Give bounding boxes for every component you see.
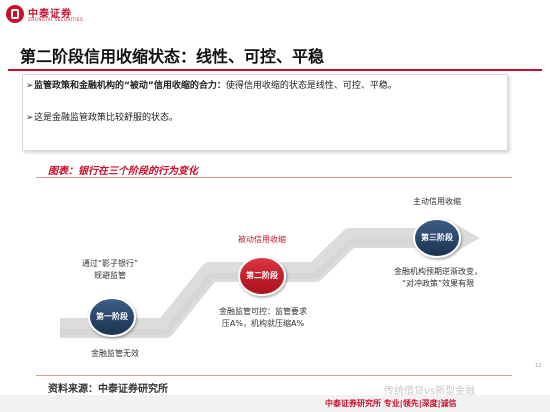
stage-1-bottom-label: 金融监管无效 — [91, 349, 139, 358]
bullet-text: 使得信用收缩的状态是线性、可控、平稳。 — [225, 81, 397, 91]
logo-icon — [6, 5, 24, 23]
source-note: 资料来源：中泰证券研究所 — [48, 384, 168, 395]
bullet-item-2: ➢这是金融监管政策比较舒服的状态。 — [26, 112, 504, 125]
summary-box — [22, 74, 508, 151]
arrow-bullet-icon: ➢ — [26, 113, 34, 123]
stage-2-circle — [238, 256, 286, 296]
logo-text: 中泰证券 — [28, 9, 72, 20]
stage-1-circle — [88, 297, 136, 337]
arrow-bullet-icon: ➢ — [26, 81, 34, 91]
figure-title: 图表：银行在三个阶段的行为变化 — [48, 166, 198, 177]
figure-bottom-rule — [36, 375, 512, 376]
stage-3-bottom-label: 金融机构预期逆渐改变， “对冲政策”效果有限 — [394, 267, 482, 288]
stage-3-circle — [413, 218, 461, 258]
logo-subtext: ZHONGTAI SECURITIES — [28, 17, 84, 22]
stage-2-bottom-label: 金融监管可控：监管要求 压A%，机构就压缩A% — [219, 307, 307, 328]
stage-1-name: 第一阶段 — [96, 312, 128, 321]
figure-top-rule — [36, 177, 512, 178]
watermark: 传统借贷vs新型金融 — [384, 386, 476, 397]
stage-3-top-label: 主动信用收缩 — [413, 197, 461, 206]
stage-2-name: 第二阶段 — [246, 271, 278, 280]
footer-bar — [0, 395, 550, 412]
page-title: 第二阶段信用收缩状态：线性、可控、平稳 — [20, 47, 325, 66]
bullet-emphasis: 监管政策和金融机构的“被动”信用收缩的合力： — [34, 81, 226, 91]
stage-1-top-label: 通过“影子银行” 规避监管 — [81, 259, 139, 280]
title-divider — [8, 69, 542, 71]
bullet-text: 这是金融监管政策比较舒服的状态。 — [34, 113, 179, 123]
bullet-item-1: ➢监管政策和金融机构的“被动”信用收缩的合力：使得信用收缩的状态是线性、可控、平… — [26, 80, 504, 93]
stage-2-top-label: 被动信用收缩 — [238, 235, 286, 244]
footer-text: 中泰证券研究所 专业|领先|深度|诚信 — [325, 399, 457, 408]
page-number: 12 — [535, 363, 542, 369]
stage-3-name: 第三阶段 — [421, 233, 453, 242]
